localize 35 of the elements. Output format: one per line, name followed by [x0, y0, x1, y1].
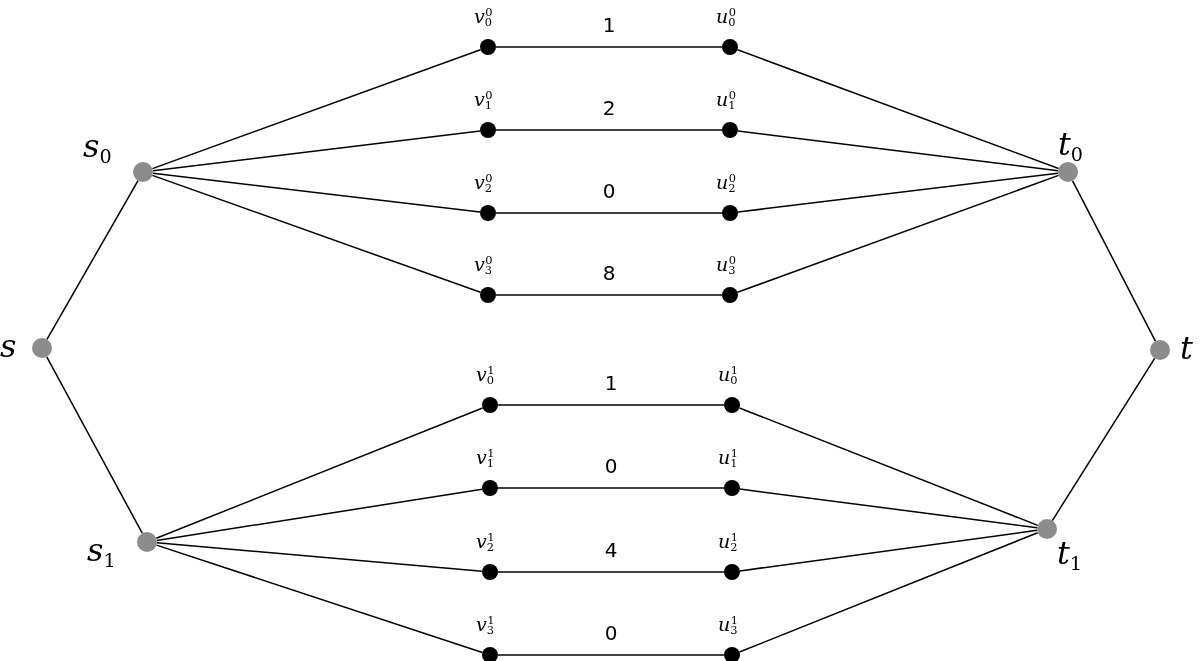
edge-line — [155, 544, 484, 654]
edge-line — [497, 654, 725, 656]
edge-line — [152, 130, 481, 172]
edge-line — [736, 174, 1060, 293]
vertex-label: t$_{0}$ — [1058, 128, 1084, 164]
vertex-label: t — [1180, 332, 1193, 364]
edge-line — [738, 407, 1039, 527]
edge-line — [495, 212, 723, 214]
edge-line — [1051, 357, 1156, 522]
edge-line — [497, 487, 725, 489]
edge-line — [46, 356, 143, 534]
edge-line — [1071, 180, 1157, 342]
edge-weight-label: 4 — [602, 540, 620, 560]
edge-line — [156, 542, 483, 573]
vertex-label: s$_{1}$ — [87, 534, 116, 570]
vertex-label: t$_{1}$ — [1057, 537, 1083, 573]
edge-line — [497, 404, 725, 406]
vertex-label: s — [0, 330, 17, 362]
edge-line — [151, 174, 482, 294]
edge-line — [497, 571, 725, 573]
edge-line — [46, 179, 139, 341]
edge-line — [495, 129, 723, 131]
edge-line — [739, 488, 1038, 529]
edge-line — [737, 130, 1059, 172]
edge-line — [495, 294, 723, 296]
vertex-label: s$_{0}$ — [83, 130, 112, 166]
edge-line — [152, 172, 481, 213]
edge-line — [739, 529, 1038, 572]
edge-line — [495, 46, 723, 48]
edge-line — [737, 172, 1059, 213]
edge-line — [151, 49, 482, 170]
edge-line — [738, 531, 1039, 653]
edge-line — [156, 488, 483, 542]
edge-line — [155, 407, 484, 540]
edge-line — [736, 49, 1060, 170]
